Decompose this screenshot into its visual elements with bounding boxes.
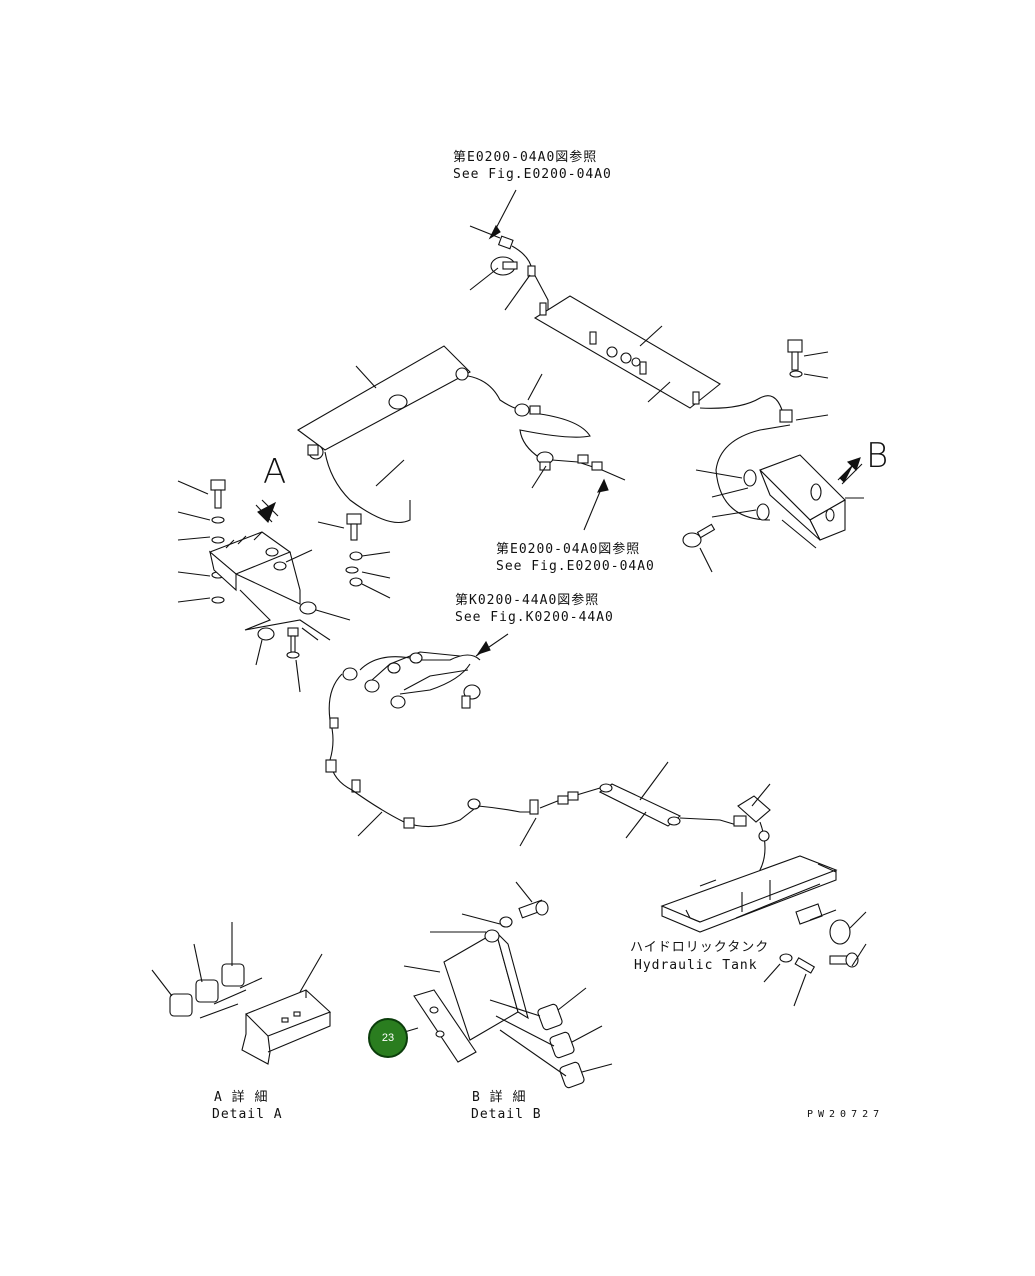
junction-box-b [682,424,864,573]
reference-k-en: See Fig.K0200-44A0 [455,610,614,625]
hydraulic-tank-label-jp: ハイドロリックタンク [630,940,770,955]
detail-a-title-en: Detail A [212,1107,283,1122]
reference-top-en: See Fig.E0200-04A0 [453,167,612,182]
detail-b-title-jp: B 詳 細 [472,1090,527,1105]
reference-top-jp: 第E0200-04A0図参照 [453,150,598,165]
detail-a-drawing [151,922,332,1065]
part-callout-number: 23 [381,1032,395,1044]
hydraulic-tank-outline [660,855,867,1007]
detail-b-title-en: Detail B [471,1107,542,1122]
part-callout-badge[interactable]: 23 [368,1018,408,1058]
view-letter-b: B [866,436,889,476]
view-letter-a: A [263,452,287,492]
detail-a-title-jp: A 詳 細 [214,1090,269,1105]
hydraulic-tank-label-en: Hydraulic Tank [634,958,758,973]
middle-harness [296,345,626,531]
drawing-number: PW20727 [807,1109,885,1120]
reference-mid-en: See Fig.E0200-04A0 [496,559,655,574]
detail-b-drawing [377,881,613,1089]
bolt-washer-right [779,339,829,423]
reference-mid-jp: 第E0200-04A0図参照 [496,542,641,557]
reference-k-jp: 第K0200-44A0図参照 [455,593,600,608]
upper-right-harness [469,189,791,421]
lower-harness [325,633,771,890]
view-a-assembly [177,479,391,693]
